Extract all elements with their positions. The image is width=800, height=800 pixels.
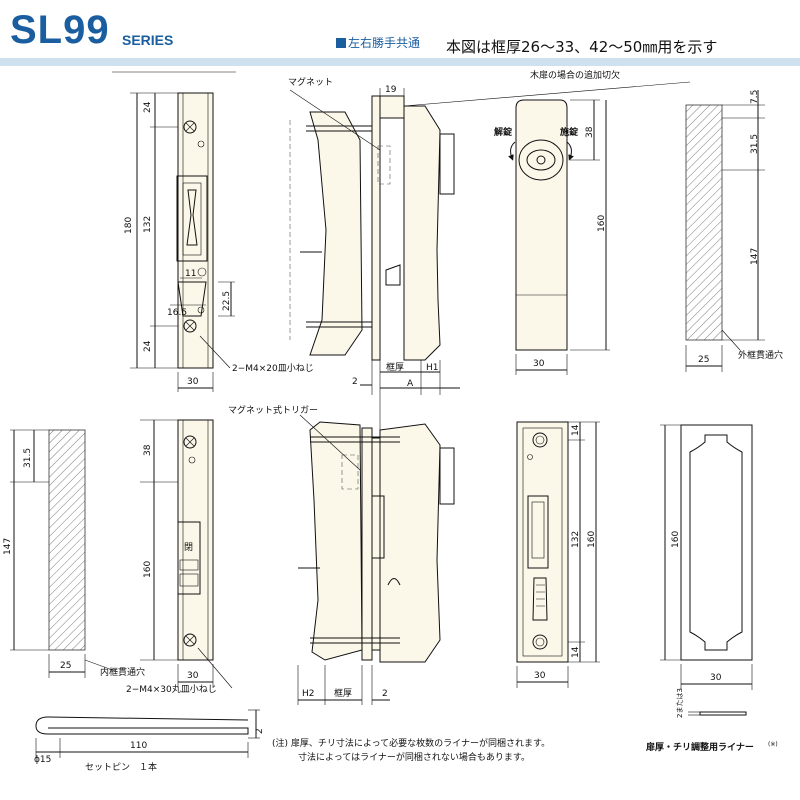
dim-22-5: 22.5 — [222, 291, 232, 311]
outer-hole-view: 7.5 31.5 147 25 外框貫通穴 — [685, 90, 783, 372]
dim-30-top: 30 — [187, 377, 199, 387]
label-magnet: マグネット — [288, 76, 333, 88]
dim-147-top: 147 — [750, 248, 760, 265]
label-set-pin: セットピン １本 — [85, 761, 157, 773]
dim-2-bottom: 2 — [382, 689, 388, 699]
label-screw-m4x20: 2−M4×20皿小ねじ — [232, 363, 314, 374]
dim-180: 180 — [124, 217, 134, 234]
dim-14-top: 14 — [571, 424, 581, 436]
dim-pin-phi2: 2 — [255, 728, 265, 734]
dim-30-liner: 30 — [710, 673, 722, 683]
dim-25-top: 25 — [698, 355, 709, 365]
label-a: A — [407, 379, 414, 389]
dim-160-strike: 160 — [587, 531, 597, 548]
handle-view-top: 解錠 施錠 38 160 30 — [494, 99, 610, 375]
strike-view-bottom: 14 132 160 14 30 — [516, 421, 600, 688]
label-frame-thickness: 框厚 — [386, 361, 404, 373]
label-inner-hole: 内框貫通穴 — [100, 666, 145, 678]
dim-147-bottom: 147 — [3, 538, 13, 555]
side-view-top: マグネット 19 2 框厚 H1 A 木扉の場合の追加切欠 — [288, 69, 691, 395]
note-line-2: 寸法によってはライナーが同梱されない場合もあります。 — [298, 751, 530, 763]
series-label: SERIES — [122, 32, 174, 48]
label-unlock: 解錠 — [494, 126, 513, 138]
subtitle: 左右勝手共通 — [336, 34, 420, 51]
page-title: SL99 — [10, 8, 110, 52]
label-h1: H1 — [426, 363, 439, 373]
front-view-bottom: 閉 38 160 30 2−M4×30丸皿小ねじ — [126, 419, 233, 695]
header-note: 本図は框厚26～33、42～50㎜用を示す — [446, 38, 718, 56]
dim-7-5: 7.5 — [750, 90, 760, 104]
dim-11: 11 — [185, 269, 196, 279]
front-view-top: 24 180 132 24 11 22.5 16.5 30 2−M4×20皿小ね… — [112, 71, 314, 392]
dim-31-5-top: 31.5 — [750, 134, 760, 154]
note-line-1: (注) 扉厚、チリ寸法によって必要な枚数のライナーが同梱されます。 — [272, 737, 550, 749]
dim-liner-thickness: 2または3 — [676, 688, 684, 718]
dim-16-5: 16.5 — [167, 308, 187, 318]
label-outer-hole: 外框貫通穴 — [738, 349, 783, 361]
label-magnet-trigger: マグネット式トリガー — [228, 404, 318, 416]
label-liner: 扉厚・チリ調整用ライナー — [645, 741, 754, 753]
header-band — [0, 58, 800, 66]
dim-160-liner: 160 — [671, 531, 681, 548]
dim-19: 19 — [385, 85, 397, 95]
label-closed: 閉 — [184, 542, 193, 553]
dim-30-handle: 30 — [533, 359, 545, 369]
label-lock: 施錠 — [560, 126, 579, 138]
label-frame-thickness-2: 框厚 — [334, 687, 352, 699]
dim-132: 132 — [143, 216, 153, 233]
dim-160-bottom: 160 — [143, 561, 153, 578]
side-view-bottom: マグネット式トリガー H2 框厚 2 — [228, 395, 455, 705]
dim-14-bottom: 14 — [571, 646, 581, 658]
label-wood-extra-cut: 木扉の場合の追加切欠 — [530, 69, 620, 81]
dim-38-bottom: 38 — [143, 444, 153, 456]
square-bullet-icon — [336, 38, 346, 48]
dim-24-top: 24 — [143, 101, 153, 113]
dim-132-strike: 132 — [571, 531, 581, 548]
dim-38-top: 38 — [585, 126, 595, 138]
dim-phi15: ϕ15 — [34, 755, 51, 765]
subtitle-text: 左右勝手共通 — [348, 36, 421, 50]
label-h2: H2 — [302, 689, 315, 699]
dim-110: 110 — [130, 741, 147, 751]
dim-30-strike: 30 — [534, 671, 546, 681]
inner-hole-view: 31.5 147 25 内框貫通穴 — [3, 429, 145, 678]
liner-view: 160 30 2または3 扉厚・チリ調整用ライナー (※) — [645, 424, 778, 753]
dim-30-bottom: 30 — [187, 671, 199, 681]
dim-24-bottom: 24 — [143, 340, 153, 352]
label-screw-m4x30: 2−M4×30丸皿小ねじ — [126, 683, 217, 695]
dim-31-5-bottom: 31.5 — [23, 448, 33, 468]
dim-2-top: 2 — [352, 377, 358, 387]
set-pin-view: 2 ϕ15 110 セットピン １本 — [34, 709, 265, 773]
dim-25-bottom: 25 — [60, 661, 71, 671]
dim-160-top: 160 — [597, 215, 607, 232]
label-liner-note-mark: (※) — [768, 741, 778, 748]
